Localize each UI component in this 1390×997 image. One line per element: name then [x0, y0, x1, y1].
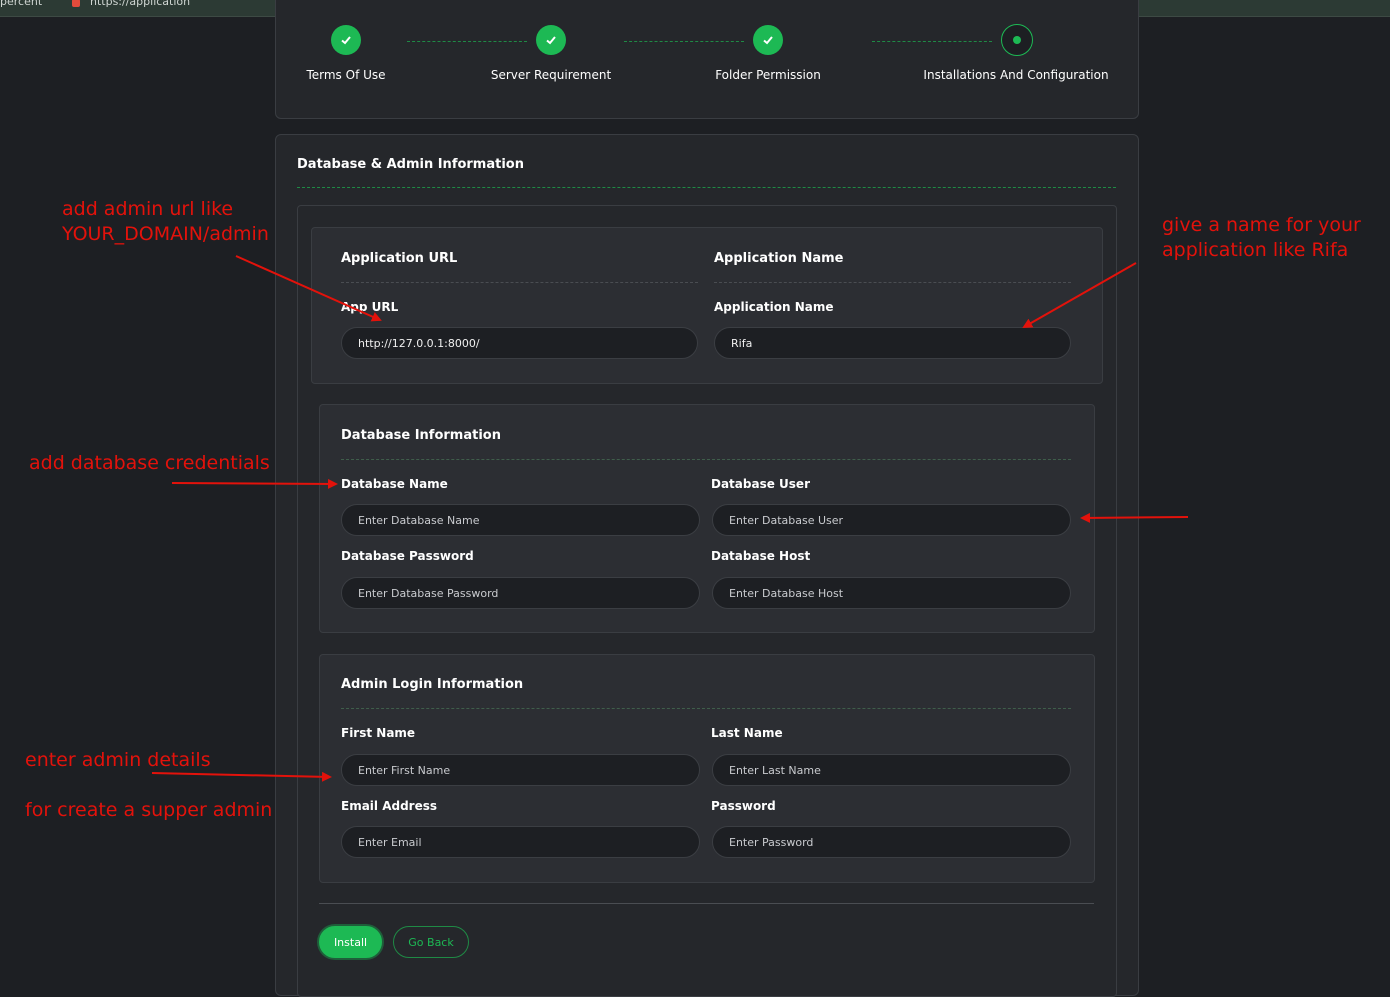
divider: [297, 187, 1116, 188]
database-name-label: Database Name: [341, 477, 448, 491]
divider: [341, 282, 698, 283]
annotation-line: application like Rifa: [1162, 239, 1349, 261]
application-name-title: Application Name: [714, 251, 844, 266]
database-password-label: Database Password: [341, 549, 474, 563]
step-label-terms: Terms Of Use: [306, 68, 386, 82]
password-label: Password: [711, 799, 776, 813]
favicon-icon: [72, 0, 80, 7]
last-name-label: Last Name: [711, 726, 783, 740]
step-label-folder: Folder Permission: [715, 68, 821, 82]
application-url-title: Application URL: [341, 251, 458, 266]
app-name-input[interactable]: [714, 327, 1071, 359]
annotation-admin-details: enter admin details: [25, 749, 211, 771]
database-name-input[interactable]: [341, 504, 700, 536]
step-2-check-icon: [536, 25, 566, 55]
step-1-check-icon: [331, 25, 361, 55]
divider: [319, 903, 1094, 904]
first-name-label: First Name: [341, 726, 416, 740]
step-connector: [872, 41, 992, 42]
go-back-button[interactable]: Go Back: [393, 926, 469, 958]
step-4-current-icon: [1001, 24, 1033, 56]
last-name-input[interactable]: [712, 754, 1071, 786]
annotation-app-name: give a name for your application like Ri…: [1162, 213, 1361, 263]
app-url-label: App URL: [341, 300, 399, 314]
annotation-line: give a name for your: [1162, 214, 1361, 236]
tab-title[interactable]: percent: [0, 0, 43, 8]
divider: [341, 459, 1071, 460]
database-section-title: Database Information: [341, 428, 501, 443]
step-label-server: Server Requirement: [490, 68, 612, 82]
app-name-label: Application Name: [714, 300, 834, 314]
address-text[interactable]: https://application: [90, 0, 191, 8]
install-button[interactable]: Install: [319, 926, 382, 958]
email-input[interactable]: [341, 826, 700, 858]
password-input[interactable]: [712, 826, 1071, 858]
annotation-line: add admin url like: [62, 198, 234, 220]
annotation-line: YOUR_DOMAIN/admin: [62, 223, 269, 245]
installer-stepper: [275, 0, 1139, 119]
database-host-input[interactable]: [712, 577, 1071, 609]
step-connector: [624, 41, 744, 42]
annotation-admin-url: add admin url like YOUR_DOMAIN/admin: [62, 197, 269, 247]
admin-section-title: Admin Login Information: [341, 677, 524, 692]
form-title: Database & Admin Information: [297, 157, 524, 172]
first-name-input[interactable]: [341, 754, 700, 786]
divider: [341, 708, 1071, 709]
database-password-input[interactable]: [341, 577, 700, 609]
database-user-label: Database User: [711, 477, 810, 491]
step-label-installation: Installations And Configuration: [923, 68, 1109, 82]
app-url-input[interactable]: [341, 327, 698, 359]
database-host-label: Database Host: [711, 549, 811, 563]
step-connector: [407, 41, 527, 42]
divider: [714, 282, 1071, 283]
email-label: Email Address: [341, 799, 438, 813]
step-3-check-icon: [753, 25, 783, 55]
database-user-input[interactable]: [712, 504, 1071, 536]
annotation-super-admin: for create a supper admin: [25, 799, 273, 821]
annotation-database: add database credentials: [29, 452, 270, 474]
